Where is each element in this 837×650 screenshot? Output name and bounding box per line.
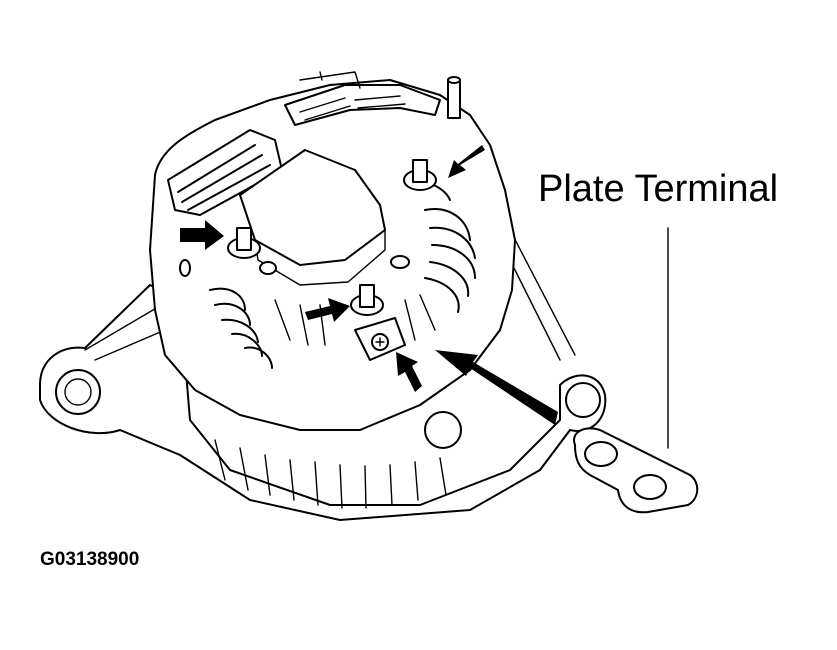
arrow-screw <box>396 352 422 392</box>
top-post <box>447 79 461 119</box>
mount-hole-left <box>55 369 101 415</box>
plate-terminal <box>573 427 699 514</box>
arrow-upper-right <box>448 145 485 178</box>
top-connector <box>299 71 361 89</box>
top-ribs <box>284 84 441 126</box>
arrow-left <box>180 220 224 250</box>
regulator-edge <box>254 229 386 286</box>
mount-hole-left-inner <box>64 378 92 406</box>
housing-fins <box>214 439 447 509</box>
cover-hole-2 <box>259 261 277 275</box>
plate-terminal-hole-2 <box>633 474 667 500</box>
mount-hole-right <box>565 382 601 418</box>
cover-hole-3 <box>390 255 410 269</box>
bolt-upper-right-stud <box>412 159 428 183</box>
rear-slots <box>274 294 436 346</box>
vent-slots <box>177 144 271 211</box>
support-ribs <box>84 229 576 361</box>
bolt-center-stud <box>359 284 375 308</box>
top-post-cap <box>447 76 461 84</box>
arrow-center <box>305 298 350 322</box>
cover-hole-1 <box>179 259 191 277</box>
rear-fins <box>209 178 476 369</box>
terminal-screw-slot <box>375 337 385 347</box>
plate-terminal-label: Plate Terminal <box>538 168 779 210</box>
boss-lower <box>424 411 462 449</box>
bolt-left-stud <box>236 227 252 251</box>
plate-terminal-hole-1 <box>584 441 618 467</box>
figure-id: G03138900 <box>40 549 140 570</box>
top-slots <box>299 95 406 121</box>
arrow-plate <box>435 350 558 425</box>
